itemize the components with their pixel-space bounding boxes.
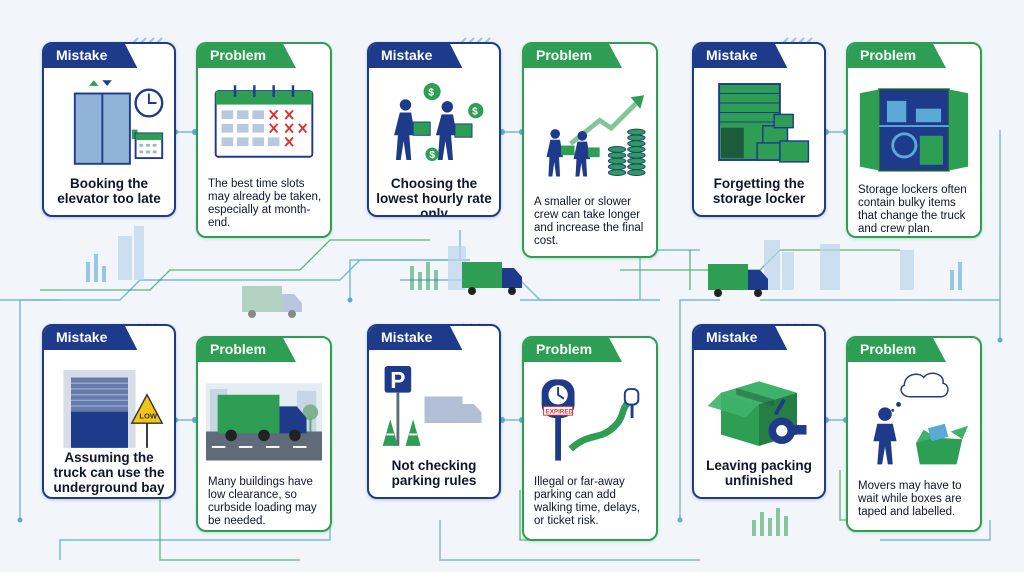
mistake-tab: Mistake <box>694 44 788 68</box>
open-locker-icon <box>856 80 972 176</box>
problem-tab: Problem <box>524 338 623 362</box>
problem-card-wait-boxes: Problem Movers may have to wait while bo… <box>846 336 982 532</box>
problem-tab: Problem <box>848 338 947 362</box>
garage-low-sign-icon: LOW <box>52 364 166 450</box>
mistake-text: Choosing the lowest hourly rate only <box>376 176 492 217</box>
mistake-card-underground-bay: Mistake LOW Assuming the truck can use t… <box>42 324 176 499</box>
problem-text: Many buildings have low clearance, so cu… <box>208 476 317 527</box>
mistake-text: Leaving packing unfinished <box>706 458 812 488</box>
mistake-text: Not checking parking rules <box>391 458 477 488</box>
storage-boxes-icon <box>702 74 816 170</box>
svg-text:$: $ <box>429 150 435 161</box>
mistake-card-elevator: Mistake Booking the elevator too late <box>42 42 176 217</box>
mistake-card-storage-locker: Mistake Forgetting the storage locker <box>692 42 826 217</box>
mistake-text: Forgetting the storage locker <box>712 176 806 206</box>
low-sign-text: LOW <box>139 411 158 420</box>
problem-card-timeslots: Problem The best time slots may already … <box>196 42 332 238</box>
svg-text:$: $ <box>472 106 478 117</box>
problem-tab: Problem <box>198 44 297 68</box>
truck-street-icon <box>206 372 322 462</box>
mistake-tab: Mistake <box>44 44 138 68</box>
problem-tab: Problem <box>848 44 947 68</box>
parking-meter-icon: EXPIRED <box>532 372 648 468</box>
mistake-tab: Mistake <box>44 326 138 350</box>
rising-coins-icon <box>532 82 648 182</box>
problem-text: Storage lockers often contain bulky item… <box>858 184 967 235</box>
problem-text: A smaller or slower crew can take longer… <box>534 196 644 247</box>
movers-money-icon: $ $ $ <box>377 74 491 170</box>
mistake-tab: Mistake <box>694 326 788 350</box>
meter-label: EXPIRED <box>546 409 574 416</box>
problem-tab: Problem <box>524 44 623 68</box>
problem-text: Movers may have to wait while boxes are … <box>858 480 962 518</box>
background-truck <box>708 264 768 297</box>
mistake-tab: Mistake <box>369 44 463 68</box>
problem-card-bulky-items: Problem Storage lockers often contain bu… <box>846 42 982 238</box>
elevator-clock-calendar-icon <box>52 74 166 170</box>
problem-tab: Problem <box>198 338 297 362</box>
mistake-text: Assuming the truck can use the undergrou… <box>53 450 165 495</box>
parking-sign-icon: P <box>377 360 491 450</box>
mistake-text: Booking the elevator too late <box>57 176 161 206</box>
background-truck <box>462 262 522 295</box>
parking-letter: P <box>390 367 405 393</box>
problem-card-low-clearance: Problem Many buildings have low clearanc… <box>196 336 332 532</box>
problem-text: Illegal or far-away parking can add walk… <box>534 476 641 527</box>
problem-card-slower-crew: Problem A smaller or slower crew can tak… <box>522 42 658 258</box>
background-truck <box>242 286 302 318</box>
box-tape-icon <box>702 362 816 452</box>
mistake-card-parking-rules: Mistake P Not checking parking rules <box>367 324 501 499</box>
svg-text:$: $ <box>428 87 434 98</box>
mistake-tab: Mistake <box>369 326 463 350</box>
mistake-card-hourly-rate: Mistake $ $ $ Choosing the lowest hourly r… <box>367 42 501 217</box>
calendar-icon <box>206 82 322 160</box>
waiting-person-icon <box>856 368 972 468</box>
problem-card-parking-risk: Problem EXPIRED Illegal or far-away park… <box>522 336 658 541</box>
problem-text: The best time slots may already be taken… <box>208 178 322 229</box>
mistake-card-packing: Mistake Leaving packing unfinished <box>692 324 826 499</box>
